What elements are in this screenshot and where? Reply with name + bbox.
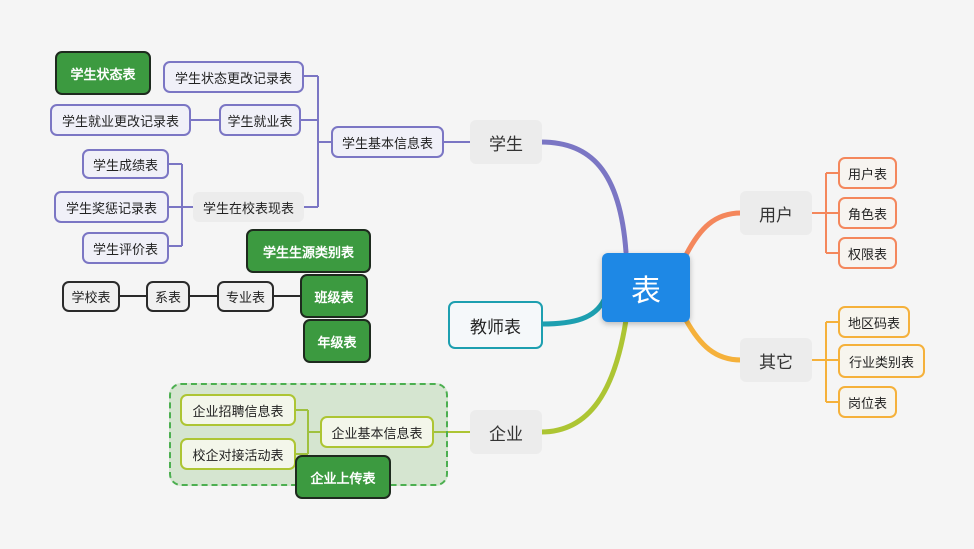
branch-user bbox=[683, 210, 744, 258]
enterprise-recruitment-node[interactable]: 企业招聘信息表 bbox=[180, 394, 296, 426]
topic-student[interactable]: 学生 bbox=[470, 120, 542, 164]
school-table-node[interactable]: 学校表 bbox=[62, 281, 120, 312]
region-code-node[interactable]: 地区码表 bbox=[838, 306, 910, 338]
student-basic-info-node[interactable]: 学生基本信息表 bbox=[331, 126, 444, 158]
topic-user[interactable]: 用户 bbox=[740, 191, 812, 235]
student-status-change-node[interactable]: 学生状态更改记录表 bbox=[163, 61, 304, 93]
user-table-node[interactable]: 用户表 bbox=[838, 157, 897, 189]
branch-enterprise bbox=[538, 317, 629, 435]
central-topic[interactable]: 表 bbox=[602, 253, 690, 322]
role-table-node[interactable]: 角色表 bbox=[838, 197, 897, 229]
school-enterprise-activity-node[interactable]: 校企对接活动表 bbox=[180, 438, 296, 470]
student-scores-node[interactable]: 学生成绩表 bbox=[82, 149, 169, 179]
student-employment-change-node[interactable]: 学生就业更改记录表 bbox=[50, 104, 191, 136]
permission-table-node[interactable]: 权限表 bbox=[838, 237, 897, 269]
student-evaluation-node[interactable]: 学生评价表 bbox=[82, 232, 169, 264]
student-rewards-node[interactable]: 学生奖惩记录表 bbox=[54, 191, 169, 223]
topic-enterprise[interactable]: 企业 bbox=[470, 410, 542, 454]
student-status-table-node[interactable]: 学生状态表 bbox=[55, 51, 151, 95]
student-employment-node[interactable]: 学生就业表 bbox=[219, 104, 301, 136]
enterprise-upload-node[interactable]: 企业上传表 bbox=[295, 455, 391, 499]
position-table-node[interactable]: 岗位表 bbox=[838, 386, 897, 418]
enterprise-basic-info-node[interactable]: 企业基本信息表 bbox=[320, 416, 434, 448]
branch-teacher bbox=[539, 297, 607, 327]
branch-other bbox=[683, 317, 744, 363]
major-table-node[interactable]: 专业表 bbox=[217, 281, 274, 312]
topic-other[interactable]: 其它 bbox=[740, 338, 812, 382]
branch-student bbox=[538, 139, 629, 255]
topic-teacher[interactable]: 教师表 bbox=[448, 301, 543, 349]
department-table-node[interactable]: 系表 bbox=[146, 281, 190, 312]
class-table-node[interactable]: 班级表 bbox=[300, 274, 368, 318]
industry-category-node[interactable]: 行业类别表 bbox=[838, 344, 925, 378]
student-performance-node[interactable]: 学生在校表现表 bbox=[193, 192, 304, 222]
student-source-category-node[interactable]: 学生生源类别表 bbox=[246, 229, 371, 273]
grade-table-node[interactable]: 年级表 bbox=[303, 319, 371, 363]
